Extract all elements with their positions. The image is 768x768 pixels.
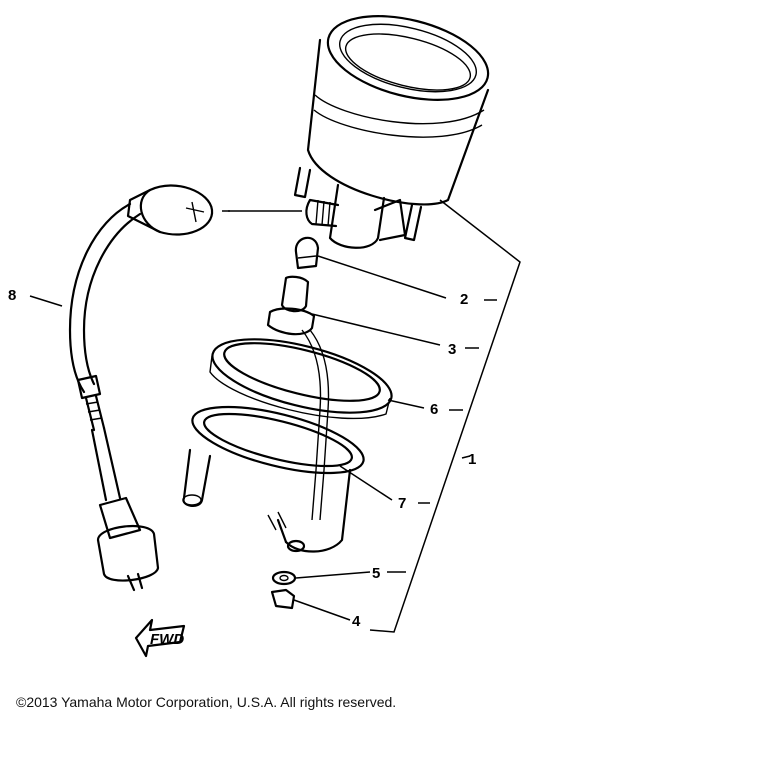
washer (271, 570, 297, 586)
fwd-arrow-icon: FWD (134, 618, 186, 658)
nut (270, 588, 296, 610)
callout-3: 3 (448, 341, 456, 358)
callout-4: 4 (352, 613, 361, 630)
gasket-ring (209, 338, 393, 420)
meter-cable (68, 184, 214, 592)
fwd-label: FWD (150, 631, 184, 648)
callout-8: 8 (8, 287, 16, 304)
callout-1: 1 (468, 451, 476, 468)
parts-diagram: FWD 8 2 3 6 1 7 5 4 (8, 15, 521, 658)
copyright-notice: ©2013 Yamaha Motor Corporation, U.S.A. A… (16, 694, 397, 710)
bulb (294, 236, 320, 270)
callout-6: 6 (430, 401, 438, 418)
meter-body (293, 15, 490, 249)
leader-lines (29, 199, 521, 633)
callout-7: 7 (398, 495, 406, 512)
callout-5: 5 (372, 565, 380, 582)
meter-case (182, 405, 365, 553)
callout-2: 2 (460, 291, 468, 308)
